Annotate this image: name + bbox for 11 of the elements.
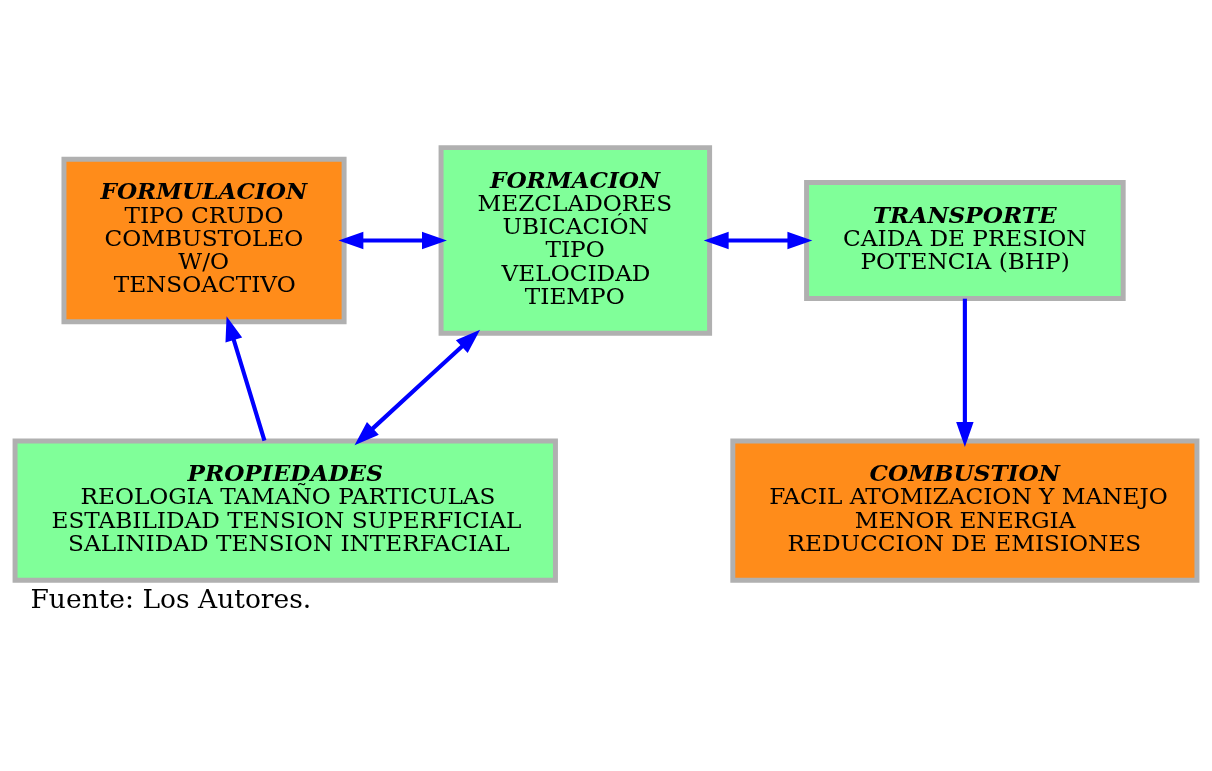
node-box: FORMULACION TIPO CRUDO COMBUSTOLEO W/O TENSOACTIVO	[61, 156, 347, 325]
arrow	[354, 329, 481, 446]
caption: Fuente: Los Autores.	[30, 583, 312, 615]
node-box: FORMACION MEZCLADORES UBICACIÓN TIPO VELOCIDAD TIEMPO	[438, 145, 713, 336]
arrow	[338, 231, 447, 250]
node-box: COMBUSTION FACIL ATOMIZACION Y MANEJO MENOR ENERGIA REDUCCION DE EMISIONES	[730, 438, 1200, 583]
node-box: TRANSPORTE CAIDA DE PRESION POTENCIA (BHP)	[804, 179, 1126, 301]
node-box: PROPIEDADES REOLOGIA TAMAÑO PARTICULAS ESTABILIDAD TENSION SUPERFICIAL SALINIDAD TENSION INTERFACIAL	[12, 438, 558, 583]
arrow	[703, 231, 813, 250]
arrow	[225, 316, 267, 442]
arrow	[956, 298, 974, 447]
